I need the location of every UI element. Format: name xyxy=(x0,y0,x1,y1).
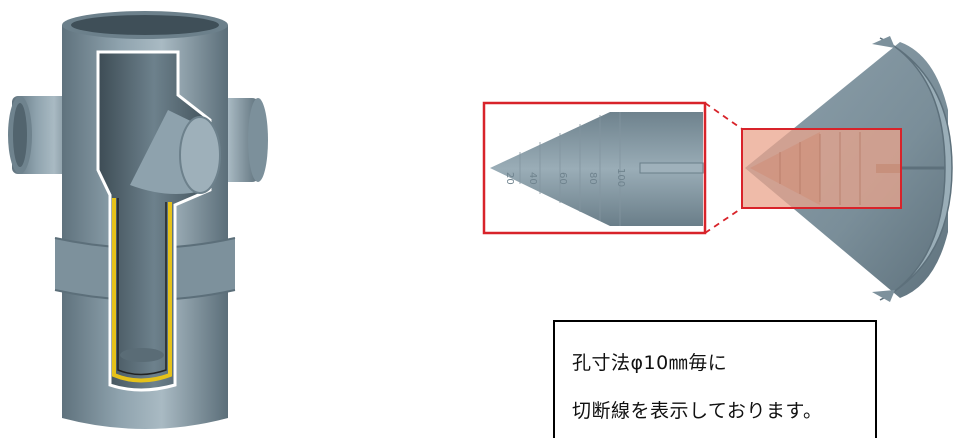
callout-line-1: 孔寸法φ10㎜毎に xyxy=(572,352,728,374)
trap-pipe-cutaway xyxy=(8,11,268,429)
highlight-frame xyxy=(741,128,902,209)
scale-label-40: 40 xyxy=(527,172,538,185)
zoom-callout-graphic: 20 40 60 80 100 xyxy=(482,36,953,302)
inner-tube-outline xyxy=(112,198,172,383)
description-callout: 孔寸法φ10㎜毎に 切断線を表示しております。 xyxy=(553,320,877,438)
scale-label-80: 80 xyxy=(587,172,598,185)
scale-label-100: 100 xyxy=(615,168,626,187)
magnified-cone-detail: 20 40 60 80 100 xyxy=(482,101,707,235)
callout-line-2: 切断線を表示しております。 xyxy=(572,400,823,422)
scale-label-60: 60 xyxy=(557,172,568,185)
scale-label-20: 20 xyxy=(504,172,515,185)
magnified-frame xyxy=(482,101,707,235)
zoom-connector-lines xyxy=(483,102,743,234)
